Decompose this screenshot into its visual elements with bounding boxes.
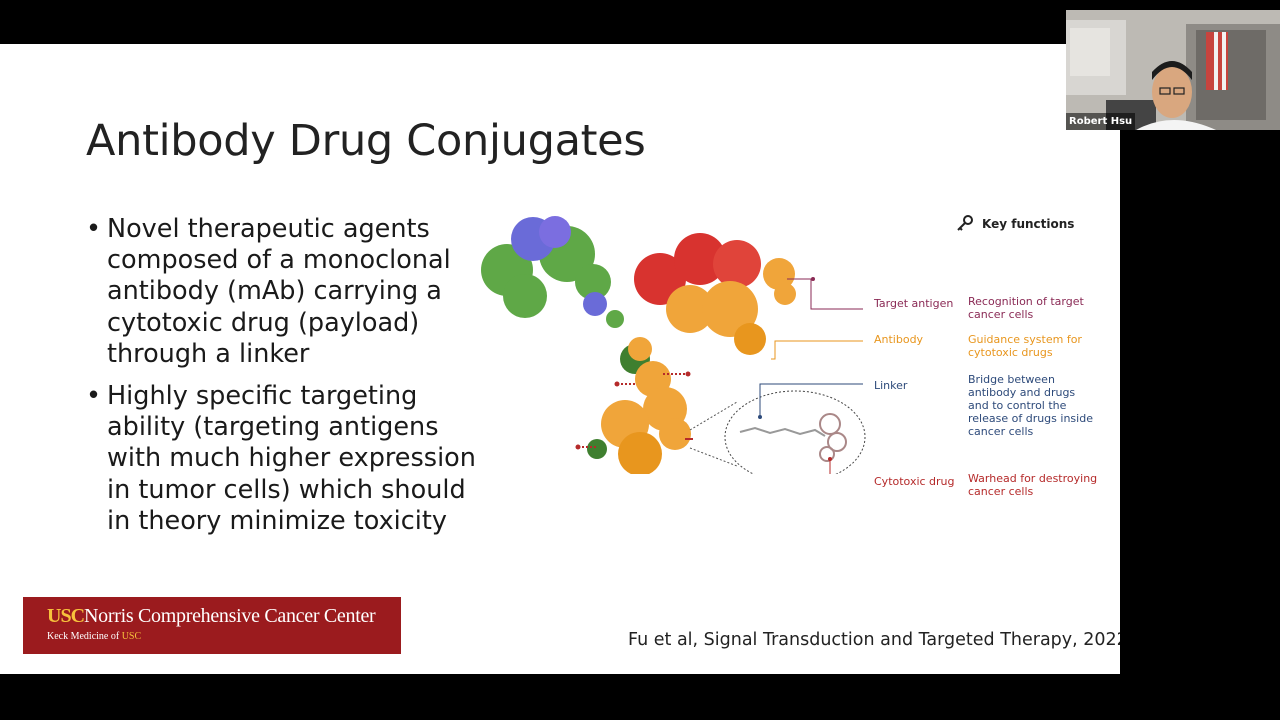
participant-video-tile[interactable]: Robert Hsu [1066,10,1280,130]
label-cytotoxic-drug: Cytotoxic drug [874,475,955,488]
participant-name: Robert Hsu [1066,113,1136,130]
slide-title: Antibody Drug Conjugates [86,116,646,166]
desc-cytotoxic-drug: Warhead for destroying cancer cells [968,472,1098,498]
label-linker: Linker [874,379,908,392]
bullet-item: • Highly specific targeting ability (tar… [86,381,476,537]
logo-sub-usc: USC [121,631,142,642]
webcam-feed [1066,10,1280,130]
citation: Fu et al, Signal Transduction and Target… [628,630,1120,650]
bullet-text: Highly specific targeting ability (targe… [107,381,476,536]
bullet-marker: • [86,214,102,244]
logo-usc: USC [47,605,85,627]
linker-marks [575,371,693,450]
bullet-list: • Novel therapeutic agents composed of a… [86,214,476,548]
adc-structure-illustration [481,216,866,474]
desc-target-antigen: Recognition of target cancer cells [968,295,1084,321]
logo-title: USCNorris Comprehensive Cancer Center [47,605,376,628]
antibody-fc [587,337,691,474]
presentation-slide: Antibody Drug Conjugates • Novel therape… [0,44,1120,674]
desc-linker: Bridge between antibody and drugs and to… [968,373,1093,438]
key-functions-title: Key functions [982,217,1075,231]
logo-name: Norris Comprehensive Cancer Center [84,605,376,627]
antibody-left-arm [481,216,624,328]
callout-lines [758,277,863,474]
adc-figure: Key functions Target antigen Recognition… [475,204,1115,498]
logo-sub-prefix: Keck Medicine of [47,631,122,642]
payload-zoom [689,390,866,474]
antibody-right-arm [634,233,796,355]
bullet-marker: • [86,381,102,412]
usc-norris-logo: USCNorris Comprehensive Cancer Center Ke… [23,597,401,654]
label-antibody: Antibody [874,333,924,346]
desc-antibody: Guidance system for cytotoxic drugs [968,333,1082,359]
logo-subtitle: Keck Medicine of USC [47,631,141,642]
bullet-item: • Novel therapeutic agents composed of a… [86,214,476,370]
label-target-antigen: Target antigen [874,297,954,310]
bullet-text: Novel therapeutic agents composed of a m… [107,214,451,369]
